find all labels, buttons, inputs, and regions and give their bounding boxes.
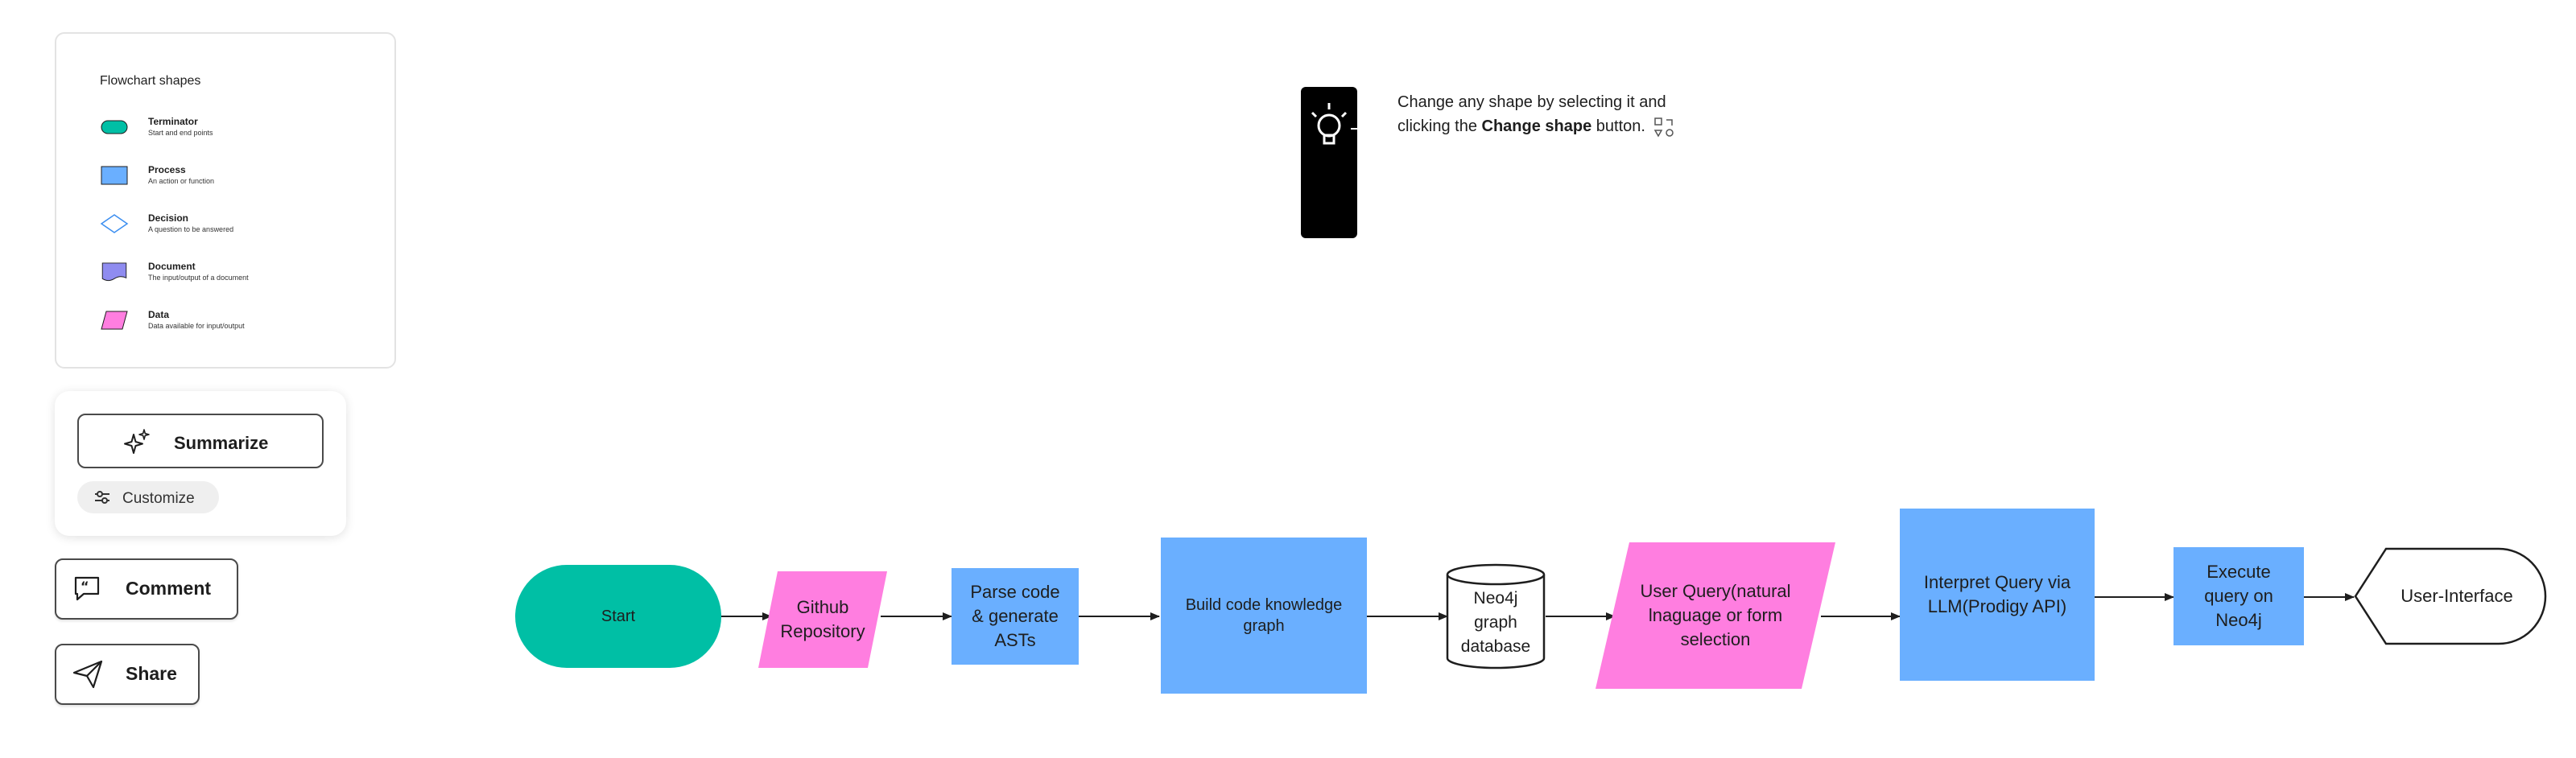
legend-item-desc: The input/output of a document <box>148 274 249 282</box>
label-line: & generate <box>972 606 1059 626</box>
tip-illustration <box>1301 87 1357 238</box>
node-build-knowledge-graph[interactable]: Build code knowledge graph <box>1161 538 1367 694</box>
share-label: Share <box>126 663 177 684</box>
data-shape <box>1596 542 1835 689</box>
legend-item-name: Terminator <box>148 116 198 127</box>
legend-item-decision[interactable]: Decision A question to be answered <box>100 212 374 245</box>
node-start-label: Start <box>601 607 636 625</box>
tip-line-1: Change any shape by selecting it and <box>1397 93 1666 111</box>
flowchart-shapes-legend: Flowchart shapes Terminator Start and en… <box>55 32 396 369</box>
process-icon <box>101 166 128 185</box>
node-user-interface[interactable]: User-Interface <box>2354 547 2547 645</box>
label-line: User Query(natural <box>1640 581 1791 601</box>
label-line: Build code knowledge <box>1185 596 1343 614</box>
send-icon <box>72 660 103 689</box>
comment-icon: “ <box>74 576 100 601</box>
ai-panel: Summarize Customize <box>55 391 346 536</box>
sliders-icon <box>95 491 109 504</box>
node-build-label: Build code knowledge graph <box>1186 595 1343 636</box>
customize-label: Customize <box>122 490 195 507</box>
change-shape-label: Change shape <box>1481 117 1592 135</box>
document-icon <box>101 262 127 282</box>
node-ui-label: User-Interface <box>2401 586 2513 606</box>
node-execute-label: Execute query on Neo4j <box>2204 560 2273 632</box>
label-line: Github <box>796 597 849 617</box>
display-shape <box>2354 547 2547 645</box>
node-neo4j-database[interactable]: Neo4j graph database <box>1446 563 1546 669</box>
legend-item-name: Data <box>148 309 170 320</box>
label-line: database <box>1460 637 1531 656</box>
legend-item-name: Document <box>148 261 196 272</box>
share-button[interactable]: Share <box>55 644 200 705</box>
label-line: graph <box>1474 613 1517 632</box>
label-line: LLM(Prodigy API) <box>1927 596 2067 616</box>
label-line: query on <box>2204 586 2273 606</box>
legend-item-desc: A question to be answered <box>148 225 234 233</box>
decision-icon <box>100 214 129 233</box>
data-icon <box>101 311 128 330</box>
tip-line-2: clicking the Change shape button. <box>1397 114 1736 138</box>
legend-item-terminator[interactable]: Terminator Start and end points <box>100 116 374 148</box>
label-line: Interpret Query via <box>1923 572 2071 592</box>
legend-item-name: Decision <box>148 212 189 224</box>
label-line: Execute <box>2207 562 2271 582</box>
label-line: Neo4j <box>2215 610 2262 630</box>
customize-button[interactable]: Customize <box>77 481 219 513</box>
sparkle-icon <box>124 429 150 454</box>
label-line: graph <box>1243 617 1285 635</box>
node-execute-query[interactable]: Execute query on Neo4j <box>2174 547 2304 645</box>
legend-item-data[interactable]: Data Data available for input/output <box>100 309 374 341</box>
comment-button[interactable]: “ Comment <box>55 558 238 620</box>
node-user-query[interactable]: User Query(natural lnaguage or form select… <box>1596 542 1835 689</box>
label-line: Parse code <box>970 582 1060 602</box>
label-line: lnaguage or form <box>1648 605 1783 625</box>
label-line: selection <box>1680 629 1751 649</box>
change-shape-icon <box>1654 117 1674 138</box>
comment-label: Comment <box>126 578 212 599</box>
tip-line-2-suffix: button. <box>1591 117 1645 135</box>
tip-line-2-prefix: clicking the <box>1397 117 1482 135</box>
terminator-icon <box>101 120 128 134</box>
legend-item-name: Process <box>148 164 186 175</box>
legend-title: Flowchart shapes <box>100 74 201 88</box>
label-line: Neo4j <box>1473 589 1518 608</box>
data-shape <box>758 571 887 668</box>
node-neo4j-label: Neo4j graph database <box>1461 587 1530 659</box>
label-line: ASTs <box>994 630 1036 650</box>
summarize-label: Summarize <box>174 433 269 453</box>
legend-item-desc: An action or function <box>148 177 215 185</box>
label-line: Repository <box>780 621 865 641</box>
legend-item-process[interactable]: Process An action or function <box>100 164 374 196</box>
svg-text:“: “ <box>80 579 89 594</box>
summarize-button[interactable]: Summarize <box>77 414 324 468</box>
node-userquery-label: User Query(natural lnaguage or form select… <box>1640 579 1790 652</box>
tip-text: Change any shape by selecting it and cli… <box>1397 90 1736 138</box>
database-shape <box>1446 563 1546 669</box>
lightbulb-icon <box>1311 103 1357 145</box>
legend-item-desc: Data available for input/output <box>148 322 245 330</box>
node-start[interactable]: Start <box>515 565 721 668</box>
legend-item-desc: Start and end points <box>148 129 213 137</box>
legend-item-document[interactable]: Document The input/output of a document <box>100 261 374 293</box>
